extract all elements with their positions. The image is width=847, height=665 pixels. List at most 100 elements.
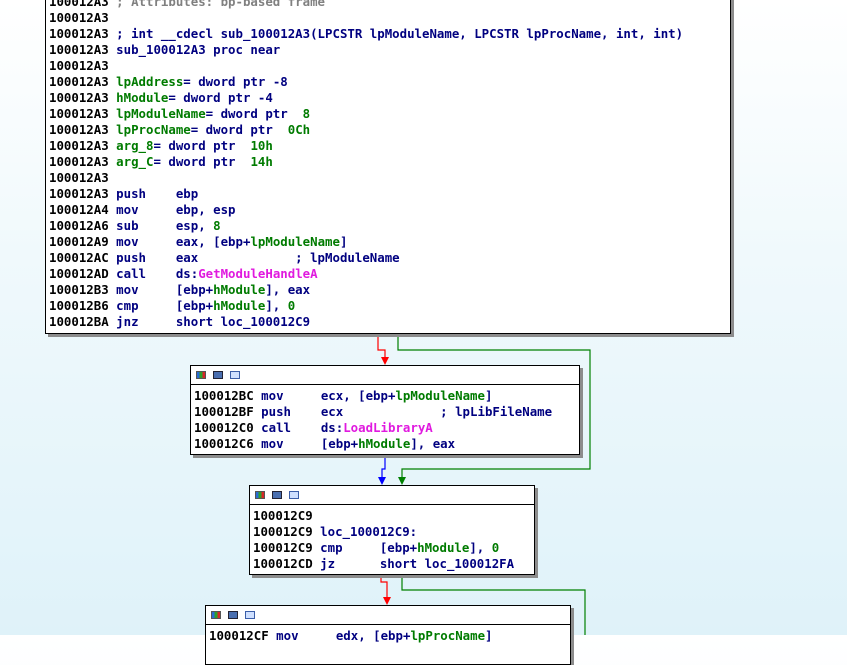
- line-text: cmp [ebp+: [108, 298, 214, 313]
- line-address: 100012B3: [49, 282, 109, 297]
- line-text: = dword ptr: [190, 122, 288, 137]
- graph-icon[interactable]: [213, 371, 223, 379]
- line-address: 100012A3: [49, 170, 109, 185]
- line-text: hModule: [108, 90, 169, 105]
- line-address: 100012A3: [49, 186, 109, 201]
- code-line[interactable]: 100012A3 sub_100012A3 proc near: [49, 42, 730, 58]
- code-line[interactable]: 100012A3: [49, 170, 730, 186]
- code-line[interactable]: 100012A6 sub esp, 8: [49, 218, 730, 234]
- code-line[interactable]: 100012A3 arg_C= dword ptr 14h: [49, 154, 730, 170]
- line-text: loc_100012C9:: [312, 524, 418, 539]
- line-text: mov edx, [ebp+: [268, 628, 411, 643]
- code-line[interactable]: 100012A3 push ebp: [49, 186, 730, 202]
- code-line[interactable]: 100012C9: [253, 508, 534, 524]
- color-icon[interactable]: [196, 371, 206, 379]
- code-line[interactable]: 100012A4 mov ebp, esp: [49, 202, 730, 218]
- line-text: ], eax: [265, 282, 311, 297]
- code-block-100012BC[interactable]: 100012BC mov ecx, [ebp+lpModuleName]1000…: [190, 365, 580, 455]
- code-line[interactable]: 100012A3 lpProcName= dword ptr 0Ch: [49, 122, 730, 138]
- line-text: hModule: [213, 298, 266, 313]
- block-lines: 100012BC mov ecx, [ebp+lpModuleName]1000…: [191, 385, 579, 455]
- code-line[interactable]: 100012A3: [49, 10, 730, 26]
- line-address: 100012A3: [49, 106, 109, 121]
- edge-false-1: [377, 334, 386, 358]
- line-text: 0: [491, 540, 500, 555]
- line-address: 100012C6: [194, 436, 254, 451]
- line-address: 100012A6: [49, 218, 109, 233]
- code-line[interactable]: 100012BC mov ecx, [ebp+lpModuleName]: [194, 388, 579, 404]
- line-text: call ds:: [253, 420, 344, 435]
- line-address: 100012BF: [194, 404, 254, 419]
- line-text: mov [ebp+: [253, 436, 359, 451]
- line-text: ]: [339, 234, 348, 249]
- line-text: lpModuleName: [395, 388, 485, 403]
- text-icon[interactable]: [245, 611, 255, 619]
- graph-icon[interactable]: [228, 611, 238, 619]
- line-text: = dword ptr: [153, 154, 251, 169]
- line-text: jz short loc_100012FA: [312, 556, 515, 571]
- code-line[interactable]: 100012A3 hModule= dword ptr -4: [49, 90, 730, 106]
- line-text: hModule: [213, 282, 266, 297]
- text-icon[interactable]: [230, 371, 240, 379]
- line-text: lpAddress: [108, 74, 184, 89]
- code-line[interactable]: 100012A3: [49, 58, 730, 74]
- graph-icon[interactable]: [272, 491, 282, 499]
- line-address: 100012A3: [49, 0, 109, 9]
- code-line[interactable]: 100012CF mov edx, [ebp+lpProcName]: [209, 628, 570, 644]
- line-address: 100012CF: [209, 628, 269, 643]
- code-line[interactable]: 100012AC push eax ; lpModuleName: [49, 250, 730, 266]
- line-text: lpProcName: [410, 628, 486, 643]
- line-text: ]: [485, 628, 493, 643]
- line-text: push eax ; lpModuleName: [108, 250, 400, 265]
- line-text: ; int __cdecl sub_100012A3(LPCSTR lpModu…: [108, 26, 684, 41]
- line-text: 10h: [250, 138, 273, 153]
- line-address: 100012A3: [49, 10, 109, 25]
- code-line[interactable]: 100012A3 ; Attributes: bp-based frame: [49, 0, 730, 10]
- line-address: 100012CD: [253, 556, 313, 571]
- code-line[interactable]: 100012B3 mov [ebp+hModule], eax: [49, 282, 730, 298]
- line-text: 0: [287, 298, 296, 313]
- code-line[interactable]: 100012A3 lpModuleName= dword ptr 8: [49, 106, 730, 122]
- code-line[interactable]: 100012C0 call ds:LoadLibraryA: [194, 420, 579, 436]
- code-line[interactable]: 100012A9 mov eax, [ebp+lpModuleName]: [49, 234, 730, 250]
- code-line[interactable]: 100012CD jz short loc_100012FA: [253, 556, 534, 572]
- code-block-100012CF[interactable]: 100012CF mov edx, [ebp+lpProcName]: [205, 605, 571, 665]
- block-toolbar: [191, 366, 579, 385]
- line-address: 100012A3: [49, 58, 109, 73]
- code-line[interactable]: 100012C9 loc_100012C9:: [253, 524, 534, 540]
- line-text: = dword ptr -8: [183, 74, 288, 89]
- line-address: 100012A3: [49, 90, 109, 105]
- edge-false-2: [380, 574, 388, 598]
- color-icon[interactable]: [211, 611, 221, 619]
- line-address: 100012A3: [49, 138, 109, 153]
- edge-true-1-arrow: [398, 477, 406, 485]
- code-line[interactable]: 100012A3 ; int __cdecl sub_100012A3(LPCS…: [49, 26, 730, 42]
- line-text: 14h: [250, 154, 273, 169]
- line-address: 100012AD: [49, 266, 109, 281]
- block-toolbar: [250, 486, 534, 505]
- code-line[interactable]: 100012B6 cmp [ebp+hModule], 0: [49, 298, 730, 314]
- code-line[interactable]: 100012BA jnz short loc_100012C9: [49, 314, 730, 330]
- line-text: mov ebp, esp: [108, 202, 236, 217]
- code-line[interactable]: 100012A3 arg_8= dword ptr 10h: [49, 138, 730, 154]
- line-text: ], eax: [410, 436, 456, 451]
- line-text: hModule: [417, 540, 470, 555]
- line-address: 100012B6: [49, 298, 109, 313]
- edge-normal-1-arrow: [378, 477, 386, 485]
- line-text: mov eax, [ebp+: [108, 234, 251, 249]
- code-line[interactable]: 100012AD call ds:GetModuleHandleA: [49, 266, 730, 282]
- code-line[interactable]: 100012C9 cmp [ebp+hModule], 0: [253, 540, 534, 556]
- line-text: arg_C: [108, 154, 154, 169]
- line-text: = dword ptr -4: [168, 90, 273, 105]
- line-text: ]: [484, 388, 493, 403]
- code-line[interactable]: 100012BF push ecx ; lpLibFileName: [194, 404, 579, 420]
- line-text: = dword ptr: [153, 138, 251, 153]
- code-line[interactable]: 100012C6 mov [ebp+hModule], eax: [194, 436, 579, 452]
- code-line[interactable]: 100012A3 lpAddress= dword ptr -8: [49, 74, 730, 90]
- text-icon[interactable]: [289, 491, 299, 499]
- line-text: hModule: [358, 436, 411, 451]
- color-icon[interactable]: [255, 491, 265, 499]
